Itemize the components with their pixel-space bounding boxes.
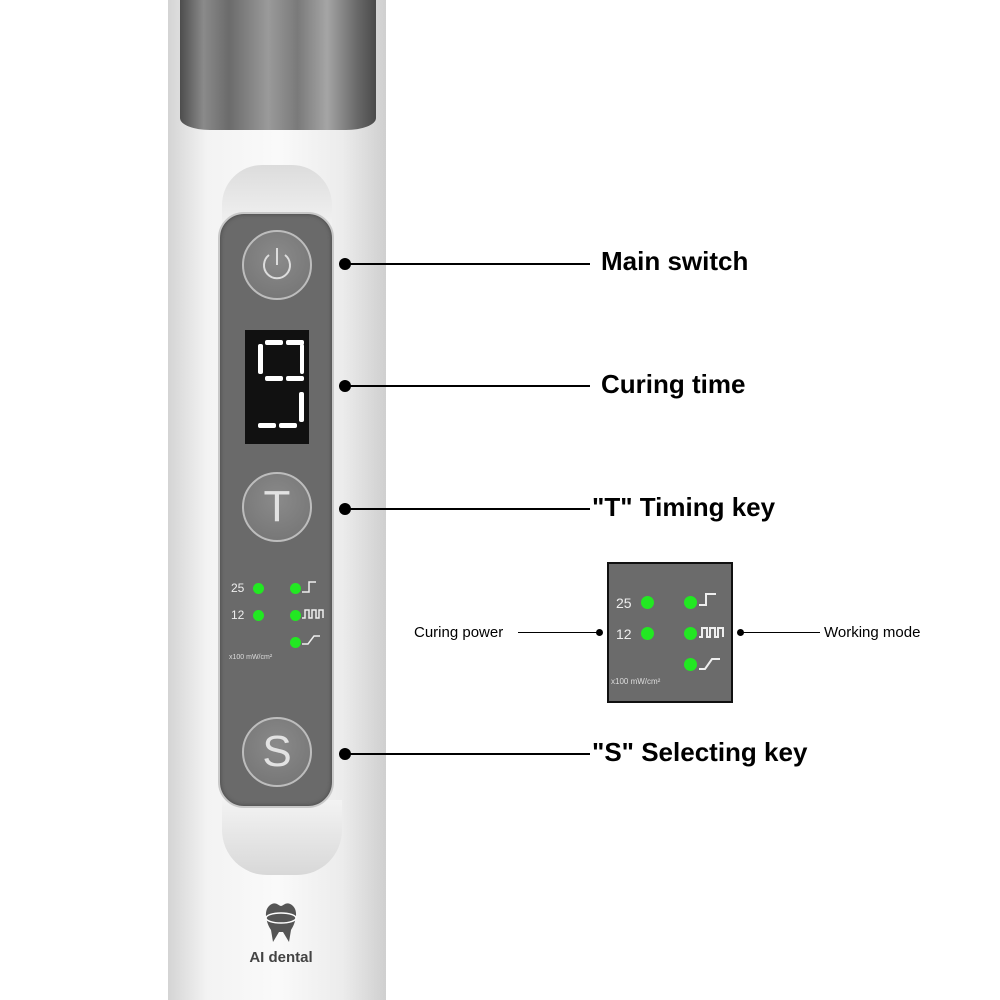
metal-head (180, 0, 376, 130)
indicator-inset (607, 562, 733, 703)
inset-led-step (684, 596, 697, 609)
control-panel (218, 212, 334, 808)
led-power-12 (253, 610, 264, 621)
inset-power-25: 25 (616, 595, 632, 611)
mode-icons (302, 581, 324, 645)
led-mode-step (290, 583, 301, 594)
inset-mode-icons (699, 593, 724, 670)
lower-recess (222, 800, 342, 875)
power-level-12: 12 (231, 608, 245, 622)
step-mode-icon (302, 581, 316, 593)
timing-key-label: "T" Timing key (592, 492, 776, 522)
ramp-mode-icon (699, 658, 720, 670)
callout-line (345, 753, 590, 755)
callout-line (345, 263, 590, 265)
pulse-mode-icon (302, 609, 324, 619)
inset-unit-label: x100 mW/cm² (611, 677, 661, 686)
inset-led-12 (641, 627, 654, 640)
brand-logo: AI dental (246, 900, 316, 966)
callout-line (742, 632, 820, 633)
callout-dot (737, 629, 744, 636)
inset-led-ramp (684, 658, 697, 671)
logo-text: AI dental (249, 949, 313, 966)
inset-led-pulse (684, 627, 697, 640)
pulse-mode-icon (699, 627, 724, 638)
power-icon (263, 248, 291, 280)
unit-label: x100 mW/cm² (229, 654, 273, 661)
time-display (245, 330, 309, 444)
seven-segment-digits (258, 340, 304, 428)
step-mode-icon (699, 593, 716, 606)
power-button[interactable] (242, 230, 312, 300)
led-mode-pulse (290, 610, 301, 621)
led-mode-ramp (290, 637, 301, 648)
callout-line (518, 632, 598, 633)
inset-led-25 (641, 596, 654, 609)
callout-line (345, 508, 590, 510)
curing-time-label: Curing time (601, 369, 746, 399)
main-switch-label: Main switch (601, 246, 749, 276)
timing-key-button[interactable]: T (242, 472, 312, 542)
callout-dot (596, 629, 603, 636)
selecting-key-button[interactable]: S (242, 717, 312, 787)
power-level-25: 25 (231, 581, 245, 595)
working-mode-label: Working mode (824, 624, 921, 641)
led-power-25 (253, 583, 264, 594)
inset-power-12: 12 (616, 626, 632, 642)
tooth-logo-icon (265, 903, 297, 942)
ramp-mode-icon (302, 635, 320, 645)
selecting-key-label: "S" Selecting key (592, 737, 808, 767)
callout-line (345, 385, 590, 387)
curing-power-label: Curing power (414, 624, 504, 641)
